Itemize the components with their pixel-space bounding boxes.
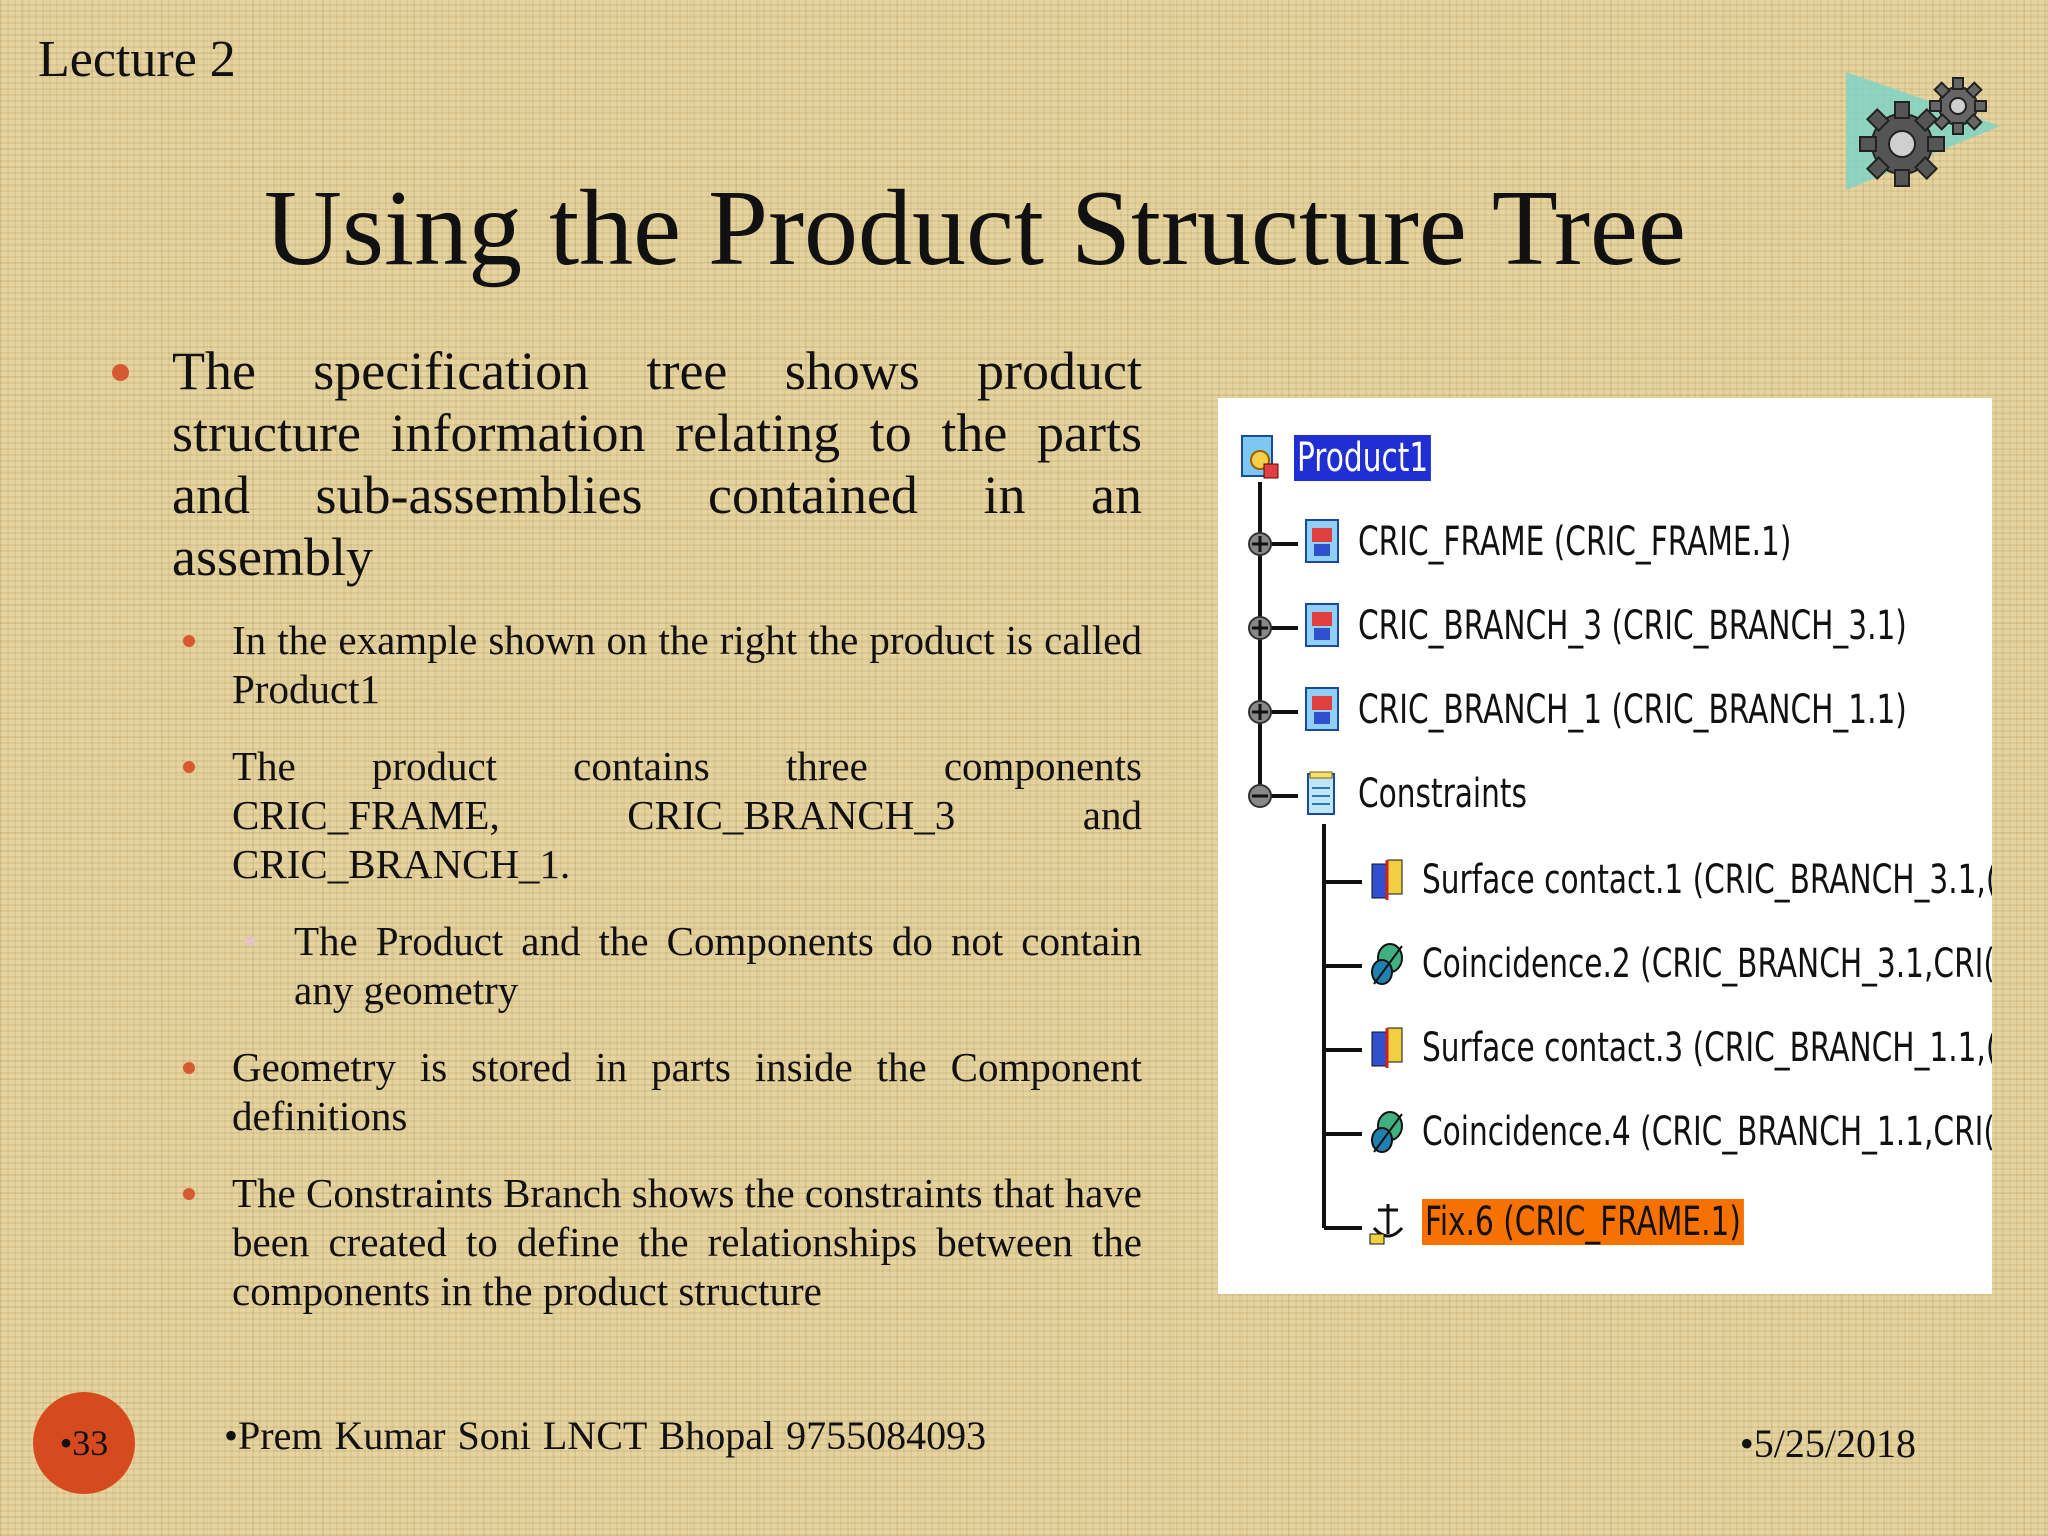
- specification-tree-panel: Product1 CRIC_FRAME (CRIC_FRAME.1) CRIC_…: [1218, 398, 1992, 1294]
- footer-date: •5/25/2018: [1739, 1421, 1916, 1466]
- tree-node-constraint[interactable]: Coincidence.4 (CRIC_BRANCH_1.1,CRI(: [1368, 1108, 1992, 1156]
- tree-label-constraint: Surface contact.1 (CRIC_BRANCH_3.1,(: [1422, 857, 1992, 903]
- tree-label-constraints: Constraints: [1358, 771, 1527, 817]
- tree-node-constraints[interactable]: Constraints: [1304, 770, 1586, 818]
- tree-label-constraint: Coincidence.2 (CRIC_BRANCH_3.1,CRI(: [1422, 941, 1992, 987]
- bullet-text: The specification tree shows product str…: [172, 341, 1142, 587]
- tree-label-component: CRIC_BRANCH_1 (CRIC_BRANCH_1.1): [1358, 687, 1907, 733]
- component-icon: [1305, 603, 1339, 647]
- bullet-dot: [245, 936, 255, 946]
- tree-node-root[interactable]: Product1: [1240, 434, 1479, 482]
- bullet-text: The Product and the Components do not co…: [294, 918, 1142, 1013]
- bullet-item: Geometry is stored in parts inside the C…: [110, 1043, 1142, 1141]
- bullet-item: In the example shown on the right the pr…: [110, 616, 1142, 714]
- bullet-item: The product contains three components CR…: [110, 742, 1142, 889]
- product-icon: [1241, 435, 1279, 479]
- bullet-dot: [112, 364, 129, 381]
- bullet-dot: [183, 635, 195, 647]
- tree-label-component: CRIC_BRANCH_3 (CRIC_BRANCH_3.1): [1358, 603, 1907, 649]
- gears-icon: [1846, 72, 2000, 190]
- surface-contact-icon: [1371, 1027, 1403, 1068]
- tree-label-constraint: Coincidence.4 (CRIC_BRANCH_1.1,CRI(: [1422, 1109, 1992, 1155]
- tree-node-constraint[interactable]: Surface contact.3 (CRIC_BRANCH_1.1,(: [1368, 1024, 1992, 1072]
- tree-label-component: CRIC_FRAME (CRIC_FRAME.1): [1358, 519, 1792, 565]
- bullet-text: The Constraints Branch shows the constra…: [232, 1170, 1142, 1314]
- bullet-dot: [183, 761, 195, 773]
- tree-node-component[interactable]: CRIC_FRAME (CRIC_FRAME.1): [1304, 518, 1944, 566]
- bullet-dot: [183, 1062, 195, 1074]
- bullet-dot: [183, 1188, 195, 1200]
- tree-label-constraint: Surface contact.3 (CRIC_BRANCH_1.1,(: [1422, 1025, 1992, 1071]
- lecture-label: Lecture 2: [38, 31, 236, 88]
- footer-author: •Prem Kumar Soni LNCT Bhopal 9755084093: [224, 1413, 987, 1458]
- tree-connector-lines: [1248, 482, 1362, 1230]
- bullet-item: The Constraints Branch shows the constra…: [110, 1169, 1142, 1316]
- bullet-list: The specification tree shows product str…: [110, 340, 1142, 1344]
- page-number-badge: •33: [33, 1392, 135, 1494]
- component-icon: [1305, 687, 1339, 731]
- tree-label-constraint: Fix.6 (CRIC_FRAME.1): [1422, 1199, 1744, 1245]
- bullet-text: In the example shown on the right the pr…: [232, 617, 1142, 712]
- constraints-folder-icon: [1307, 771, 1335, 815]
- tree-node-constraint[interactable]: Coincidence.2 (CRIC_BRANCH_3.1,CRI(: [1368, 940, 1992, 988]
- component-icon: [1305, 519, 1339, 563]
- fix-anchor-icon: [1369, 1204, 1404, 1245]
- tree-node-constraint[interactable]: Surface contact.1 (CRIC_BRANCH_3.1,(: [1368, 856, 1992, 904]
- tree-node-component[interactable]: CRIC_BRANCH_1 (CRIC_BRANCH_1.1): [1304, 686, 1992, 734]
- tree-node-component[interactable]: CRIC_BRANCH_3 (CRIC_BRANCH_3.1): [1304, 602, 1992, 650]
- coincidence-icon: [1371, 1111, 1403, 1153]
- tree-label-root: Product1: [1294, 435, 1432, 481]
- bullet-text: Geometry is stored in parts inside the C…: [232, 1044, 1142, 1139]
- bullet-text: The product contains three components CR…: [232, 743, 1142, 887]
- tree-node-constraint[interactable]: Fix.6 (CRIC_FRAME.1): [1368, 1198, 1857, 1246]
- bullet-item: The Product and the Components do not co…: [110, 917, 1142, 1015]
- coincidence-icon: [1371, 943, 1403, 985]
- slide-title: Using the Product Structure Tree: [264, 169, 1686, 288]
- surface-contact-icon: [1371, 859, 1403, 900]
- bullet-item: The specification tree shows product str…: [110, 340, 1142, 588]
